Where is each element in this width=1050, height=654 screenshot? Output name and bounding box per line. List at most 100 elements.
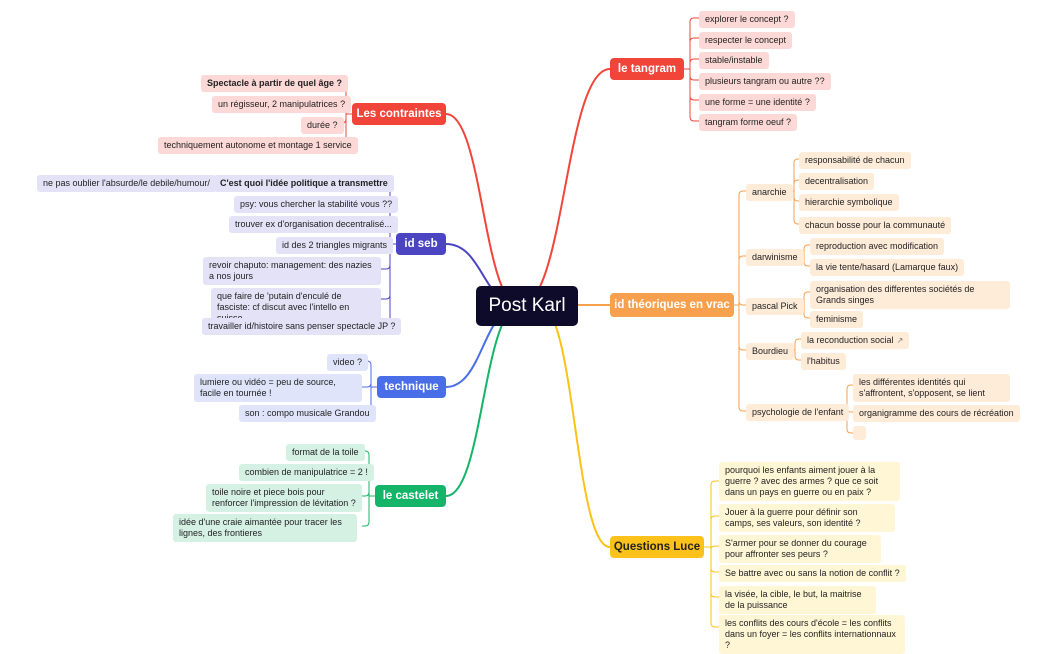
castelet-item[interactable]: toile noire et piece bois pour renforcer… <box>206 484 362 512</box>
connector-line <box>689 37 699 43</box>
connector-line <box>689 116 699 122</box>
idseb-subitem[interactable]: ne pas oublier l'absurde/le debile/humou… <box>37 175 216 192</box>
theory-item[interactable]: les différentes identités qui s'affronte… <box>853 374 1010 402</box>
technique-item[interactable]: son : compo musicale Grandou <box>239 405 376 422</box>
connector-line <box>362 491 370 497</box>
connector-line <box>794 338 801 344</box>
connector-line <box>362 382 372 388</box>
theory-item[interactable]: la reconduction social↗ <box>801 332 910 349</box>
connector-line <box>846 384 853 390</box>
branch-contraintes[interactable]: Les contraintes <box>352 103 446 125</box>
branch-id-seb[interactable]: id seb <box>396 233 446 255</box>
theory-item[interactable]: chacun bosse pour la communauté <box>799 217 952 234</box>
idseb-item[interactable]: travailler id/histoire sans penser spect… <box>202 318 402 335</box>
theory-group-pascal-pick[interactable]: pascal Pick <box>746 298 804 315</box>
external-link-icon[interactable]: ↗ <box>896 336 904 345</box>
connector-line <box>689 95 699 101</box>
theory-item[interactable]: feminisme <box>810 311 864 328</box>
connector-line <box>803 313 810 319</box>
tangram-item[interactable]: explorer le concept ? <box>699 11 795 28</box>
branch-label: Les contraintes <box>356 108 442 120</box>
question-item[interactable]: S'armer pour se donner du courage pour a… <box>719 535 881 563</box>
tangram-item[interactable]: plusieurs tangram ou autre ?? <box>699 73 831 90</box>
theory-item[interactable]: l'habitus <box>801 353 846 370</box>
idseb-item[interactable]: psy: vous chercher la stabilité vous ?? <box>234 196 399 213</box>
connector-line <box>539 305 611 548</box>
castelet-item[interactable]: format de la toile <box>286 444 365 461</box>
question-item[interactable]: pourquoi les enfants aiment jouer à la g… <box>719 462 900 501</box>
connector-line <box>793 219 799 225</box>
connector-line <box>738 255 746 261</box>
connector-line <box>362 450 370 456</box>
branch-label: id seb <box>404 238 438 250</box>
connector-line <box>710 545 719 551</box>
technique-item[interactable]: video ? <box>327 354 369 371</box>
tangram-item[interactable]: respecter le concept <box>699 32 793 49</box>
question-item[interactable]: Jouer à la guerre pour définir son camps… <box>719 504 895 532</box>
connector-line <box>362 521 370 527</box>
connector-line <box>803 244 810 250</box>
connector-line <box>710 622 719 628</box>
question-item[interactable]: les conflits des cours d'école = les con… <box>719 615 905 654</box>
tangram-item[interactable]: stable/instable <box>699 52 769 69</box>
theory-group-darwinisme[interactable]: darwinisme <box>746 249 804 266</box>
question-item[interactable]: la visée, la cible, le but, la maitrise … <box>719 586 876 614</box>
branch-label: le tangram <box>617 63 677 75</box>
connector-line <box>793 196 799 202</box>
castelet-item[interactable]: idée d'une craie aimantée pour tracer le… <box>173 514 357 542</box>
connector-line <box>710 515 719 521</box>
connector-line <box>381 294 391 300</box>
connector-line <box>445 305 521 497</box>
branch-technique[interactable]: technique <box>377 376 446 398</box>
technique-item[interactable]: lumiere ou vidéo = peu de source, facile… <box>194 374 362 402</box>
connector-line <box>689 17 699 23</box>
question-item[interactable]: Se battre avec ou sans la notion de conf… <box>719 565 906 582</box>
connector-line <box>793 179 799 185</box>
connector-line <box>794 355 801 361</box>
idseb-item[interactable]: revoir chaputo: management: des nazies a… <box>203 257 381 285</box>
branch-label: le castelet <box>382 490 439 502</box>
branch-theories[interactable]: id théoriques en vrac <box>610 293 734 317</box>
connector-line <box>710 567 719 573</box>
branch-label: Questions Luce <box>613 541 701 553</box>
contrainte-item[interactable]: techniquement autonome et montage 1 serv… <box>158 137 358 154</box>
theory-item[interactable]: organisation des differentes sociétés de… <box>810 281 1010 309</box>
theory-item[interactable]: decentralisation <box>799 173 875 190</box>
branch-questions[interactable]: Questions Luce <box>610 536 704 558</box>
tangram-item[interactable]: une forme = une identité ? <box>699 94 816 111</box>
connector-line <box>846 428 853 434</box>
theory-item[interactable]: organigramme des cours de récréation <box>853 405 1020 422</box>
theory-item-label: la reconduction social <box>807 335 894 345</box>
theory-group-bourdieu[interactable]: Bourdieu <box>746 343 795 360</box>
connector-line <box>738 300 746 306</box>
contrainte-item[interactable]: durée ? <box>301 117 344 134</box>
branch-castelet[interactable]: le castelet <box>375 485 446 507</box>
theory-item[interactable]: hierarchie symbolique <box>799 194 899 211</box>
connector-line <box>738 345 746 351</box>
theory-group-psychologie[interactable]: psychologie de l'enfant <box>746 404 850 421</box>
theory-item[interactable]: la vie tente/hasard (Lamarque faux) <box>810 259 965 276</box>
tangram-item[interactable]: tangram forme oeuf ? <box>699 114 798 131</box>
connector-line <box>803 291 810 297</box>
theory-item[interactable]: responsabilité de chacun <box>799 152 911 169</box>
root-node[interactable]: Post Karl <box>476 286 578 326</box>
connector-line <box>519 68 611 307</box>
connector-line <box>738 406 746 412</box>
connector-line <box>381 264 391 270</box>
branch-tangram[interactable]: le tangram <box>610 58 684 80</box>
castelet-item[interactable]: combien de manipulatrice = 2 ! <box>239 464 374 481</box>
theory-item[interactable]: reproduction avec modification <box>810 238 945 255</box>
connector-line <box>710 480 719 486</box>
theory-item-empty[interactable] <box>853 426 866 440</box>
idseb-item[interactable]: trouver ex d'organisation decentralisé..… <box>229 216 398 233</box>
connector-line <box>689 58 699 64</box>
connector-line <box>710 592 719 598</box>
connector-line <box>738 190 746 196</box>
theory-group-anarchie[interactable]: anarchie <box>746 184 793 201</box>
contrainte-item[interactable]: un régisseur, 2 manipulatrices ? <box>212 96 352 113</box>
idseb-item[interactable]: C'est quoi l'idée politique a transmettr… <box>214 175 394 192</box>
contrainte-item[interactable]: Spectacle à partir de quel âge ? <box>201 75 349 92</box>
idseb-item[interactable]: id des 2 triangles migrants <box>276 237 394 254</box>
branch-label: id théoriques en vrac <box>614 299 730 311</box>
connector-line <box>445 113 521 307</box>
